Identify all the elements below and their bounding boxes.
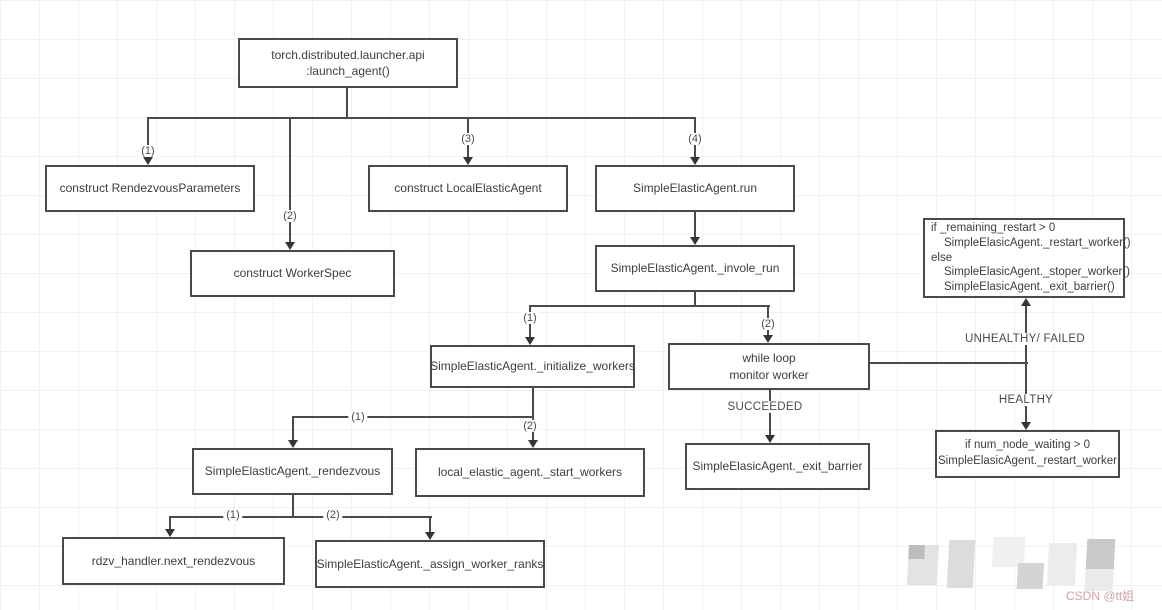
connector (292, 416, 534, 418)
arrow-down-icon (690, 237, 700, 245)
node-label: local_elastic_agent._start_workers (437, 465, 623, 480)
arrow-down-icon (528, 440, 538, 448)
node-label: torch.distributed.launcher.api (271, 47, 425, 62)
edge-label-branch-4: (4) (685, 133, 705, 145)
connector (169, 516, 171, 530)
edge-label-unhealthy-failed: UNHEALTHY/ FAILED (962, 333, 1088, 345)
node-launch-agent: torch.distributed.launcher.api :launch_a… (238, 38, 458, 88)
connector (169, 516, 432, 518)
edge-label-invoke-2: (2) (758, 318, 778, 330)
node-construct-workerspec: construct WorkerSpec (190, 250, 395, 297)
connector (147, 117, 696, 119)
edge-label-init-1: (1) (348, 411, 368, 423)
node-rdzv-handler: rdzv_handler.next_rendezvous (62, 537, 285, 585)
node-label: SimpleElasicAgent._restart_worker() (944, 236, 1131, 249)
connector (292, 495, 294, 518)
arrow-down-icon (525, 337, 535, 345)
edge-label-succeeded: SUCCEEDED (724, 401, 806, 413)
arrow-down-icon (285, 242, 295, 250)
node-label: else (931, 251, 953, 264)
connector (694, 292, 696, 307)
edge-label-rdv-2: (2) (323, 509, 343, 521)
connector (769, 390, 771, 436)
edge-label-invoke-1: (1) (520, 312, 540, 324)
node-label: SimpleElasicAgent._stoper_worker() (944, 266, 1130, 279)
arrow-down-icon (463, 157, 473, 165)
node-num-node-waiting: if num_node_waiting > 0 SimpleElasicAgen… (935, 430, 1120, 478)
node-label: if num_node_waiting > 0 (965, 439, 1090, 452)
edge-label-init-2: (2) (520, 420, 540, 432)
node-label: construct LocalElasticAgent (394, 181, 542, 196)
node-label: SimpleElasicAgent._restart_worker (938, 455, 1117, 467)
node-label: while loop (742, 351, 796, 366)
node-label: SimpleElasicAgent._exit_barrier() (944, 281, 1115, 294)
connector (532, 388, 534, 441)
csdn-watermark-text: CSDN @tt姐 (1066, 589, 1135, 603)
node-while-loop-monitor: while loop monitor worker (668, 343, 870, 390)
node-initialize-workers: SimpleElasticAgent._initialize_workers (430, 345, 635, 388)
node-label: if _remaining_restart > 0 (931, 221, 1056, 234)
edge-label-branch-1: (1) (138, 145, 158, 157)
arrow-down-icon (1021, 422, 1031, 430)
edge-label-healthy: HEALTHY (995, 394, 1057, 406)
node-construct-rendezvous-parameters: construct RendezvousParameters (45, 165, 255, 212)
node-rendezvous: SimpleElasticAgent._rendezvous (192, 448, 393, 495)
connector (292, 416, 294, 441)
watermark-blur (898, 535, 1116, 593)
node-label: SimpleElasticAgent._invole_run (610, 261, 780, 276)
arrow-down-icon (425, 532, 435, 540)
connector (147, 117, 149, 158)
arrow-down-icon (763, 335, 773, 343)
node-restart-logic: if _remaining_restart > 0 SimpleElasicAg… (923, 218, 1131, 298)
edge-label-branch-2: (2) (280, 210, 300, 222)
connector (694, 212, 696, 238)
arrow-down-icon (690, 157, 700, 165)
node-label: :launch_agent() (306, 64, 390, 78)
node-simpleelasticagent-run: SimpleElasticAgent.run (595, 165, 795, 212)
node-label: SimpleElasticAgent._rendezvous (204, 464, 381, 479)
connector (1025, 306, 1027, 423)
connector (869, 362, 1028, 364)
connector (346, 88, 348, 118)
node-assign-worker-ranks: SimpleElasticAgent._assign_worker_ranks (315, 540, 545, 588)
edge-label-branch-3: (3) (458, 133, 478, 145)
connector (289, 117, 291, 243)
node-construct-localelasticagent: construct LocalElasticAgent (368, 165, 568, 212)
arrow-up-icon (1021, 298, 1031, 306)
node-label: construct WorkerSpec (233, 266, 352, 281)
node-label: monitor worker (729, 367, 809, 382)
node-label: rdzv_handler.next_rendezvous (91, 553, 256, 568)
node-label: SimpleElasticAgent._assign_worker_ranks (316, 556, 544, 571)
node-label: SimpleElasicAgent._exit_barrier (692, 459, 863, 474)
node-label: SimpleElasticAgent.run (632, 181, 758, 196)
node-label: SimpleElasticAgent._initialize_workers (430, 359, 635, 374)
arrow-down-icon (288, 440, 298, 448)
node-invole-run: SimpleElasticAgent._invole_run (595, 245, 795, 292)
node-label: construct RendezvousParameters (59, 181, 241, 196)
arrow-down-icon (765, 435, 775, 443)
connector (529, 305, 770, 307)
node-exit-barrier: SimpleElasicAgent._exit_barrier (685, 443, 870, 490)
connector (429, 516, 431, 533)
node-start-workers: local_elastic_agent._start_workers (415, 448, 645, 497)
arrow-down-icon (165, 529, 175, 537)
arrow-down-icon (143, 157, 153, 165)
edge-label-rdv-1: (1) (223, 509, 243, 521)
